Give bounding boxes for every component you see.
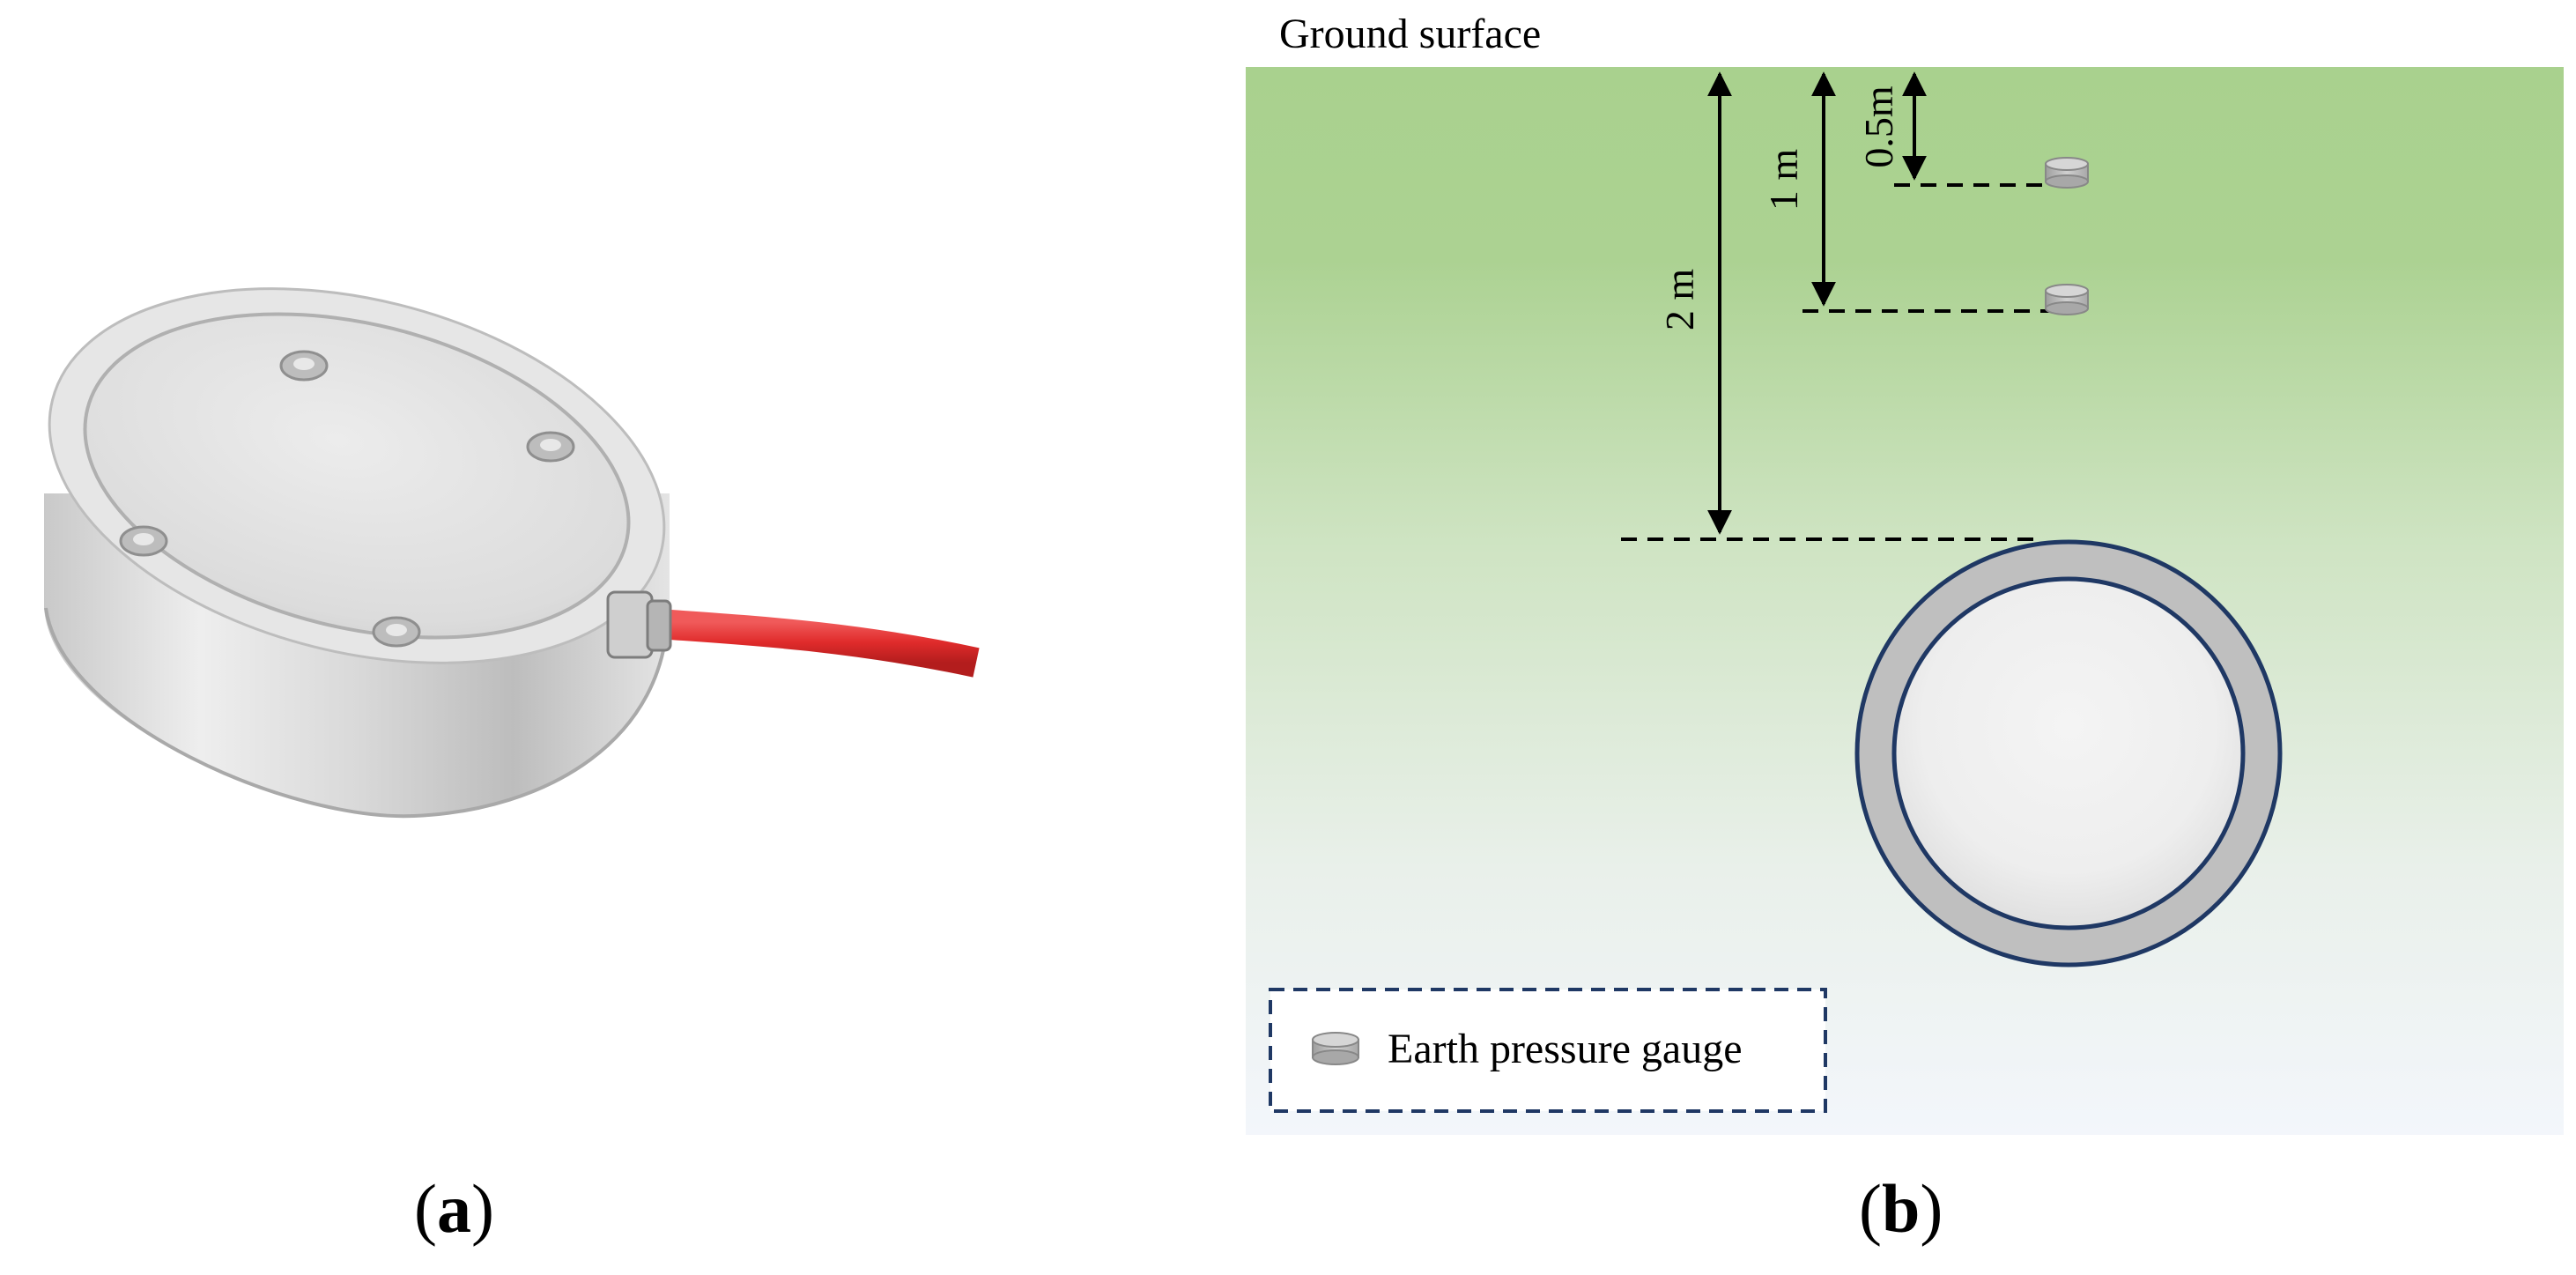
- panel-a: (a): [44, 287, 980, 1247]
- pipe-cross-section: [1854, 539, 2283, 967]
- pressure-sensor-photo: [44, 287, 980, 819]
- earth-pressure-gauge-icon: [1312, 1032, 1359, 1065]
- depth-label-2m: 2 m: [1657, 269, 1702, 331]
- panel-b: Ground surface 2 m 1 m 0.5m: [1246, 11, 2564, 1247]
- earth-pressure-gauge-icon: [2045, 157, 2089, 189]
- earth-pressure-gauge-icon: [2045, 284, 2089, 315]
- screw-icon: [526, 431, 575, 463]
- panel-a-label: (a): [414, 1170, 494, 1247]
- legend-box: [1269, 988, 1827, 1113]
- sensor-top-plate: [83, 312, 631, 640]
- depth-label-05m: 0.5m: [1856, 85, 1901, 168]
- pipe-interior: [1891, 576, 2246, 930]
- legend-label: Earth pressure gauge: [1388, 1026, 1743, 1072]
- ground-surface-label: Ground surface: [1279, 11, 1541, 57]
- screw-icon: [119, 525, 168, 557]
- depth-label-1m: 1 m: [1761, 149, 1806, 211]
- soil-region: [1246, 67, 2564, 1135]
- sensor-cable: [633, 607, 980, 678]
- screw-icon: [372, 616, 421, 648]
- legend: Earth pressure gauge: [1269, 988, 1827, 1113]
- screw-icon: [279, 350, 329, 382]
- panel-b-label: (b): [1859, 1170, 1943, 1247]
- cable-gland-icon: [606, 590, 672, 659]
